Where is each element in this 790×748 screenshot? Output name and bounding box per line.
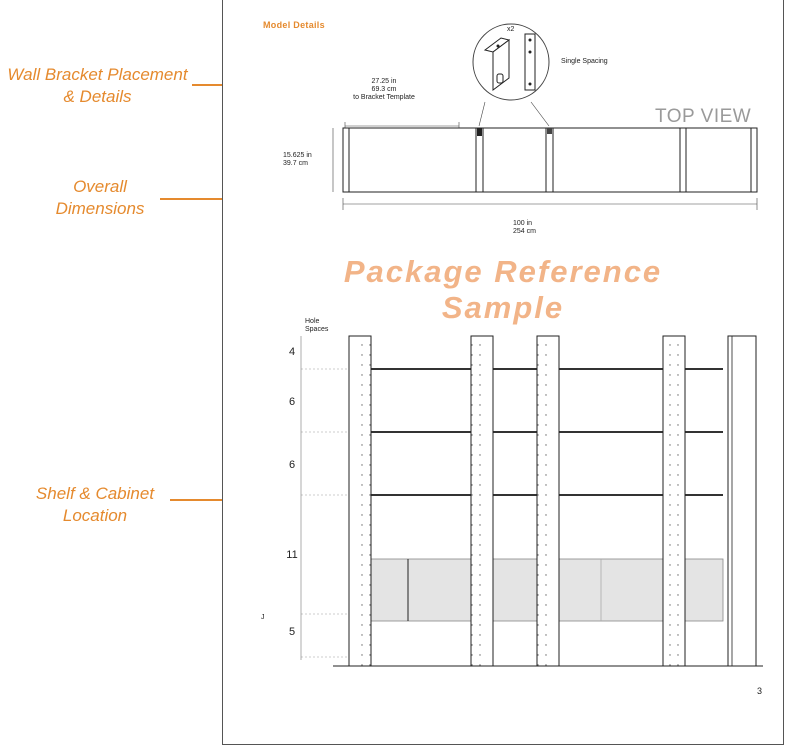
side-mark: J [261, 614, 265, 621]
model-details-heading: Model Details [263, 20, 325, 30]
callout-shelf-cabinet: Shelf & Cabinet Location [35, 484, 155, 525]
hole-space-label: 6 [288, 396, 296, 408]
hole-space-label: 11 [286, 549, 298, 561]
width-dimension: 100 in 254 cm [513, 220, 536, 236]
document-page: Model Details x2 Single Spacing 27.25 in… [222, 0, 784, 745]
top-upright-5 [750, 127, 758, 193]
top-view-drawing [332, 101, 758, 210]
top-upright-2 [475, 127, 484, 193]
bracket-spacing-label: Single Spacing [561, 58, 608, 65]
bracket-distance-label: 27.25 in 69.3 cm to Bracket Template [329, 78, 439, 102]
width-in: 100 in [513, 220, 533, 227]
depth-in: 15.625 in [283, 152, 312, 159]
hole-space-label: 6 [288, 459, 296, 471]
shelves [349, 368, 723, 496]
depth-dimension: 15.625 in 39.7 cm [283, 152, 312, 168]
bracket-distance-cm: 69.3 cm [371, 86, 397, 93]
connector-overall-dimensions [160, 198, 256, 200]
uprights [348, 335, 757, 667]
bracket-distance-in: 27.25 in [371, 78, 397, 85]
connector-shelf-cabinet [170, 499, 258, 501]
top-upright-4 [679, 127, 687, 193]
callout-overall-dimensions: Overall Dimensions [55, 177, 145, 218]
width-cm: 254 cm [513, 228, 536, 235]
top-upright-3 [545, 127, 554, 193]
watermark-line-2: Sample [441, 290, 565, 325]
bracket-template-note: to Bracket Template [353, 94, 415, 101]
hole-space-label: 5 [288, 626, 296, 638]
bracket-detail-drawing [472, 23, 550, 101]
callout-wall-bracket: Wall Bracket Placement & Details [7, 65, 188, 106]
cabinet [348, 558, 724, 622]
bracket-quantity: x2 [507, 26, 515, 33]
watermark: Package Reference Sample [293, 254, 713, 326]
bracket-detail [471, 22, 551, 102]
front-view-drawing [300, 335, 763, 667]
hole-space-label: 4 [288, 346, 296, 358]
top-upright-1 [342, 127, 350, 193]
top-view-label: TOP VIEW [655, 106, 752, 127]
page-number: 3 [757, 686, 763, 696]
hole-spaces-title: Hole Spaces [305, 318, 329, 333]
depth-cm: 39.7 cm [283, 160, 308, 167]
hole-space-guides [301, 368, 349, 658]
watermark-line-1: Package Reference [343, 254, 663, 289]
